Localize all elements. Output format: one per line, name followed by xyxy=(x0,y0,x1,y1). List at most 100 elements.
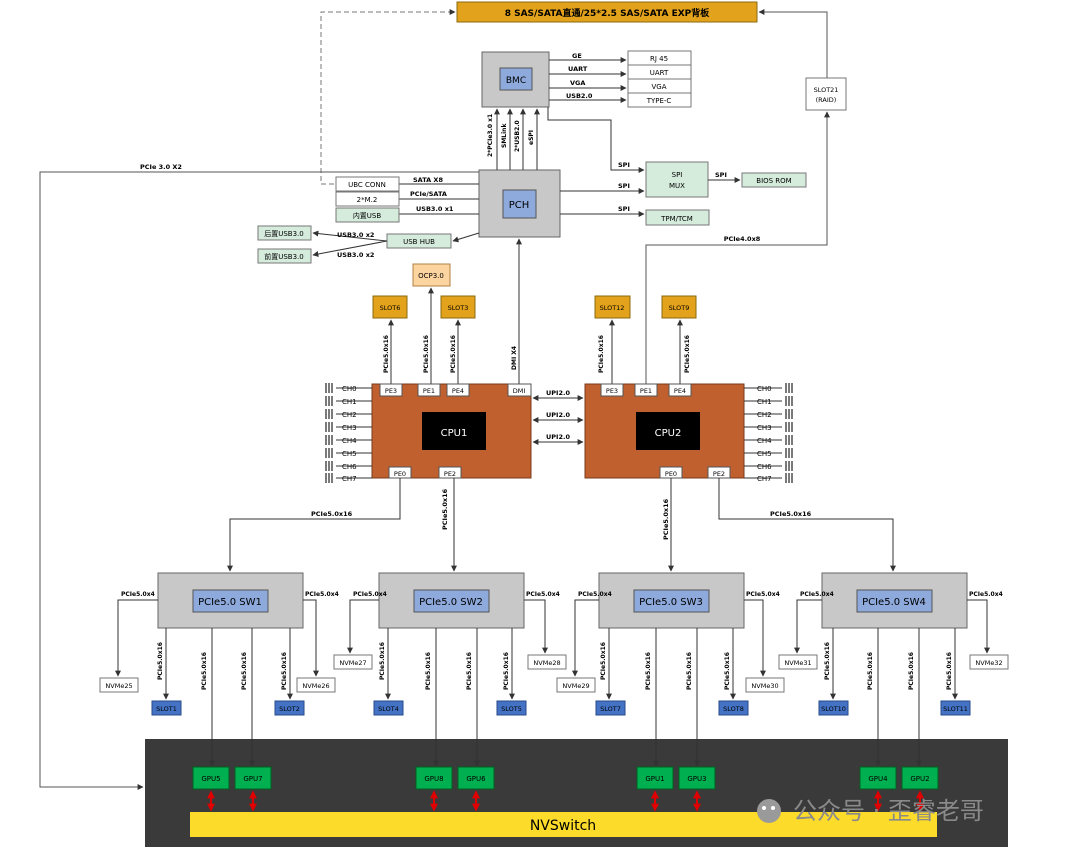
nvme-right-label: NVMe32 xyxy=(975,659,1002,667)
upi-label-2: UPI2.0 xyxy=(546,411,570,419)
gpu-label: GPU1 xyxy=(645,775,664,783)
spi-mux-label-1: SPI xyxy=(672,171,683,179)
pcie30-x2-link xyxy=(39,171,479,790)
slot9-box xyxy=(661,295,697,319)
nvme-right-label: NVMe28 xyxy=(533,659,560,667)
gpu-link-label: PCIe5.0x16 xyxy=(686,652,693,690)
cpu2-label: CPU2 xyxy=(655,428,682,439)
typec-target: TYPE-C xyxy=(646,97,672,105)
cpu1-pe3: PE3 xyxy=(385,387,397,395)
cpu1-channel-label: CH7 xyxy=(342,475,357,483)
upi-links xyxy=(532,395,584,445)
switch-chip xyxy=(413,589,490,613)
nvme-link xyxy=(572,599,599,677)
bmc-label: BMC xyxy=(506,76,526,86)
bios-rom-box xyxy=(741,172,807,188)
sw2-uplink-label: PCIe5.0x16 xyxy=(441,488,449,530)
gpu-link-label: PCIe5.0x16 xyxy=(645,652,652,690)
usb-hub-outputs xyxy=(312,230,388,257)
slot3-label: SLOT3 xyxy=(448,304,469,312)
cpu2-slot21-link xyxy=(645,111,830,384)
gpu-link-label: PCIe5.0x16 xyxy=(867,652,874,690)
slot-right-box xyxy=(496,700,527,716)
slot9-link-label: PCIe5.0x16 xyxy=(684,335,691,373)
slot12-label: SLOT12 xyxy=(600,304,625,312)
slot3-box xyxy=(440,295,476,319)
cpu2-channel-label: CH3 xyxy=(757,424,772,432)
gpu-label: GPU3 xyxy=(687,775,706,783)
slot21-label: SLOT21 xyxy=(814,86,839,94)
nvme-link xyxy=(744,599,766,677)
slot-right-box xyxy=(274,700,305,716)
cpu2-channel-label: CH1 xyxy=(757,398,772,406)
slot-left-link-label: PCIe5.0x16 xyxy=(157,642,164,680)
front-usb-box xyxy=(257,248,312,264)
cpu1-channel-label: CH4 xyxy=(342,437,357,445)
slot21-sub: (RAID) xyxy=(816,96,837,104)
bmc-uart-signal: UART xyxy=(568,65,588,73)
upi-label-3: UPI2.0 xyxy=(546,433,570,441)
slot-left-link-label: PCIe5.0x16 xyxy=(600,642,607,680)
cpu1-pe4: PE4 xyxy=(452,387,464,395)
nvme-link xyxy=(303,599,319,677)
gpu-label: GPU4 xyxy=(868,775,888,783)
slot3-link-label: PCIe5.0x16 xyxy=(450,335,457,373)
watermark: 公众号 · 歪睿老哥 xyxy=(757,797,984,825)
cpu2-pe3: PE3 xyxy=(606,387,618,395)
cpu1-die xyxy=(422,412,486,450)
pch-usb2-uplink: 2*USB2.0 xyxy=(514,120,521,152)
bmc-usb-signal: USB2.0 xyxy=(566,92,593,100)
pch-backplane-link xyxy=(320,9,478,185)
gpu-link-label: PCIe5.0x16 xyxy=(908,652,915,690)
nvme-left-label: NVMe25 xyxy=(105,682,132,690)
cpu1-channel-label: CH3 xyxy=(342,424,357,432)
nvme-left-box xyxy=(99,677,139,693)
pch-left-links xyxy=(389,181,479,217)
cpu-top-links xyxy=(388,238,683,384)
slot-left-label: SLOT10 xyxy=(821,705,846,713)
switch-group-1: PCIe5.0 SW1PCIe5.0x4NVMe25PCIe5.0x4NVMe2… xyxy=(99,572,339,812)
ocp-link-label: PCIe5.0x16 xyxy=(423,335,430,373)
gpu-link-label: PCIe5.0x16 xyxy=(201,652,208,690)
cpu1-channel-label: CH1 xyxy=(342,398,357,406)
cpu2-channel-label: CH2 xyxy=(757,411,772,419)
spi-signal-1: SPI xyxy=(618,161,630,169)
usb3-x1-signal: USB3.0 x1 xyxy=(416,205,454,213)
slot21-box xyxy=(805,77,847,111)
usb-hub-label: USB HUB xyxy=(403,238,435,246)
spi-signal-3: SPI xyxy=(618,205,630,213)
ocp-label: OCP3.0 xyxy=(418,272,444,280)
nvme-left-link-label: PCIe5.0x4 xyxy=(353,591,387,598)
nvme-right-link-label: PCIe5.0x4 xyxy=(526,591,560,598)
sw4-uplink-label: PCIe5.0x16 xyxy=(770,510,812,518)
slot21-link-label: PCIe4.0x8 xyxy=(724,235,761,243)
gpu-link-label: PCIe5.0x16 xyxy=(425,652,432,690)
gpu-label: GPU8 xyxy=(424,775,443,783)
slot-left-label: SLOT4 xyxy=(378,705,399,713)
nvswitch-label: NVSwitch xyxy=(530,818,596,834)
nvme-right-link-label: PCIe5.0x4 xyxy=(305,591,339,598)
switch-label: PCIe5.0 SW4 xyxy=(862,597,926,608)
pch-chip xyxy=(502,189,537,219)
cpu2-channel-label: CH7 xyxy=(757,475,772,483)
nvme-link xyxy=(115,599,158,677)
cpu2-pe2: PE2 xyxy=(713,470,725,478)
slot-right-label: SLOT11 xyxy=(943,705,968,713)
nvme-link xyxy=(794,599,822,654)
cpu2-pe0: PE0 xyxy=(665,470,677,478)
slot6-box xyxy=(372,295,408,319)
gpu-box xyxy=(636,766,674,790)
slot-left-box xyxy=(151,700,182,716)
nvme-link xyxy=(967,599,990,654)
cpu2-channel-label: CH0 xyxy=(757,385,772,393)
switch-label: PCIe5.0 SW1 xyxy=(198,597,262,608)
ubc-conn-box xyxy=(335,176,400,192)
slot6-label: SLOT6 xyxy=(380,304,401,312)
front-usb-signal: USB3.0 x2 xyxy=(337,251,374,259)
backplane xyxy=(456,1,758,23)
pch-usbhub-link xyxy=(452,232,480,243)
switch-label: PCIe5.0 SW3 xyxy=(639,597,703,608)
spi-signal-4: SPI xyxy=(715,171,727,179)
watermark-text: 公众号 · 歪睿老哥 xyxy=(793,797,984,825)
